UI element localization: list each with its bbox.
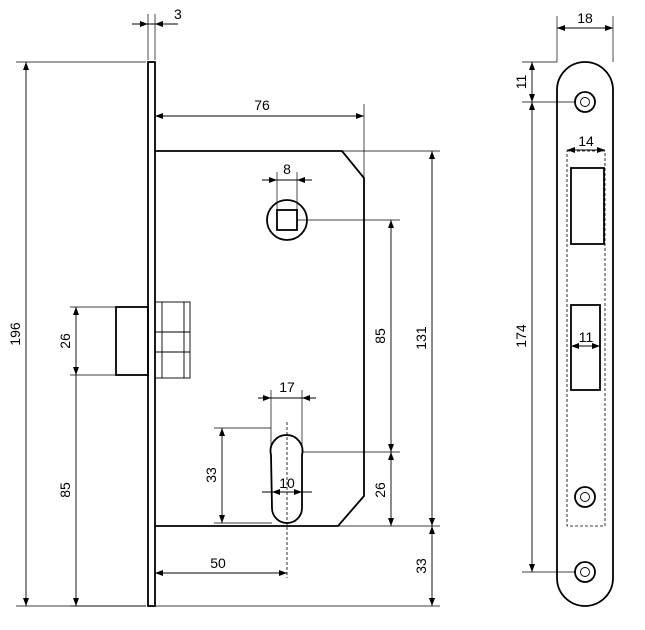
upper-slot [570, 167, 605, 245]
spindle-square [276, 209, 298, 231]
dim-spindle-square: 8 [283, 161, 291, 177]
lock-case [155, 150, 365, 527]
dim-cylinder-width: 17 [279, 379, 295, 395]
bolt [115, 306, 149, 376]
dim-spindle-to-cylinder: 85 [372, 328, 388, 344]
faceplate [147, 61, 156, 607]
dim-cylinder-height: 33 [203, 467, 219, 483]
dim-cylinder-slot: 10 [279, 475, 295, 491]
lock-body-outline [566, 150, 606, 527]
dim-bolt-to-bottom: 85 [57, 482, 73, 498]
dim-case-height: 131 [413, 326, 429, 350]
dim-backset-width: 76 [254, 97, 270, 113]
screw-hole-top [574, 91, 596, 113]
screw-hole-middle [574, 486, 596, 508]
dim-slot-width: 14 [578, 133, 594, 149]
dim-plate-length: 174 [513, 324, 529, 348]
screw-hole-bottom [574, 561, 596, 583]
dim-latch-slot-width: 11 [579, 329, 594, 345]
dim-case-bottom-to-plate-end: 33 [413, 558, 429, 574]
dim-faceplate-thickness: 3 [174, 6, 182, 22]
dim-cylinder-to-case-bottom: 26 [372, 482, 388, 498]
dim-bolt-height: 26 [57, 333, 73, 349]
dim-overall-height: 196 [7, 322, 23, 346]
cylinder-cutout [269, 434, 304, 524]
dim-plate-width: 18 [577, 10, 593, 26]
dim-screw-hole-offset: 11 [513, 75, 529, 90]
dim-cylinder-backset: 50 [210, 555, 226, 571]
latch-slot [570, 304, 601, 391]
bolt-inner [154, 301, 191, 379]
faceplate-front [556, 61, 614, 607]
front-view: 18 11 174 14 11 [513, 10, 614, 607]
side-view: 3 76 8 196 26 85 [7, 6, 440, 607]
